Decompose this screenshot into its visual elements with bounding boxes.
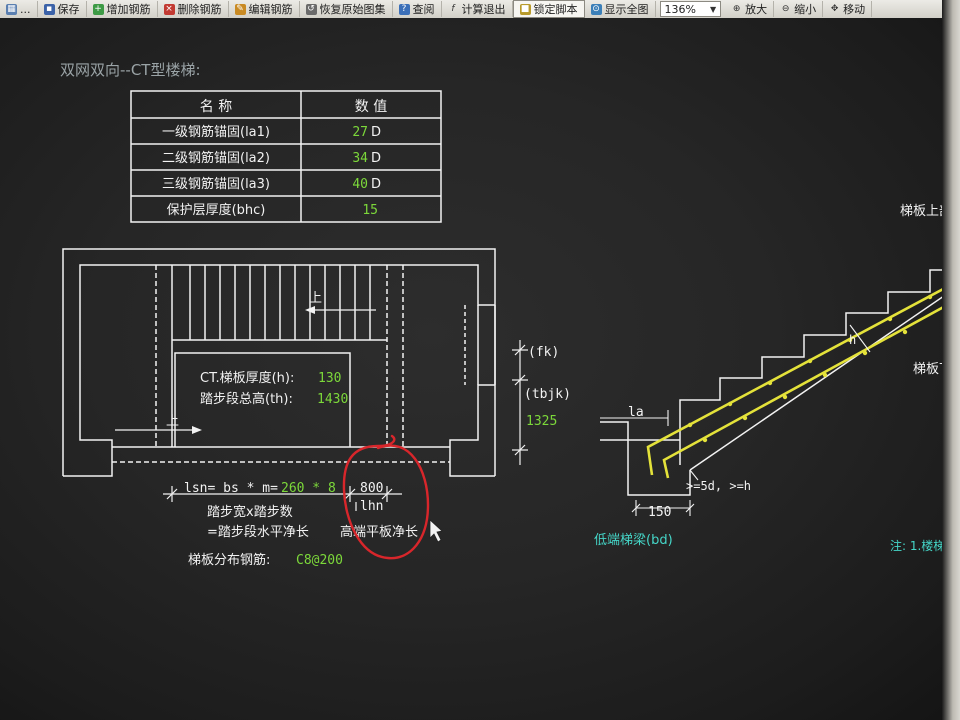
note-horizontal-length: =踏步段水平净长 (207, 525, 309, 540)
height-label: 踏步段总高(th): (200, 391, 293, 407)
section-dimensions (600, 324, 871, 516)
table-row-name: 保护层厚度(bhc) (167, 202, 266, 218)
zoom-value: 136% (664, 2, 696, 16)
table-row-value[interactable]: 15 (362, 203, 378, 218)
table-row-value[interactable]: 27 (352, 125, 368, 140)
distribution-rebar-label: 梯板分布钢筋: (188, 552, 270, 568)
up-arrow-top (115, 306, 376, 434)
tbjk-value[interactable]: 1325 (526, 414, 557, 429)
thickness-value[interactable]: 130 (318, 371, 341, 386)
distribution-rebar-value[interactable]: C8@200 (296, 553, 343, 568)
h-label: h (849, 333, 856, 347)
restore-icon: ↺ (305, 3, 317, 15)
edit-rebar-button[interactable]: ✎ 编辑钢筋 (229, 1, 300, 17)
calc-exit-button[interactable]: f 计算退出 (442, 1, 513, 17)
save-button[interactable]: ▪ 保存 (38, 1, 87, 17)
table-header-name: 名 称 (200, 99, 232, 115)
table-row-name: 一级钢筋锚固(la1) (162, 124, 270, 140)
zoom-in-button[interactable]: ⊕ 放大 (725, 1, 775, 17)
low-beam-label: 低端梯梁(bd) (594, 533, 673, 548)
parameter-table (130, 90, 442, 223)
fit-view-button[interactable]: ⊙ 显示全图 (585, 1, 656, 17)
cad-canvas[interactable]: 双网双向--CT型楼梯: 名 称 数 值 一级钢筋锚固(la1) 27 D 二级… (0, 18, 960, 720)
cursor-icon (429, 519, 443, 543)
table-row-name: 三级钢筋锚固(la3) (162, 176, 270, 192)
table-header-value: 数 值 (355, 99, 387, 115)
lsn-value[interactable]: 260 * 8 (281, 481, 336, 496)
beam-width-value[interactable]: 150 (648, 505, 671, 520)
save-icon: ▪ (43, 3, 55, 15)
move-label: 移动 (843, 3, 866, 16)
lock-script-button[interactable]: ■ 锁定脚本 (512, 0, 585, 18)
table-row-unit: D (371, 151, 381, 166)
delete-rebar-button[interactable]: × 删除钢筋 (158, 1, 229, 17)
fit-view-label: 显示全图 (604, 3, 649, 16)
vertical-dimension (512, 340, 528, 465)
note-high-slab-length: 高端平板净长 (340, 524, 418, 540)
thickness-label: CT.梯板厚度(h): (200, 370, 294, 386)
lsn-label: lsn= bs * m= (184, 481, 278, 496)
drawing-svg: 双网双向--CT型楼梯: 名 称 数 值 一级钢筋锚固(la1) 27 D 二级… (60, 61, 960, 568)
fk-label: (fk) (528, 345, 559, 360)
table-row-unit: D (371, 177, 381, 192)
lookup-button[interactable]: ? 查阅 (393, 1, 442, 17)
toolbar: ▦ ... ▪ 保存 + 增加钢筋 × 删除钢筋 ✎ 编辑钢筋 ↺ 恢复原始图集… (0, 0, 960, 19)
toolbar-button-0[interactable]: ▦ ... (0, 1, 38, 17)
formula-icon: f (451, 3, 455, 14)
zoom-out-label: 缩小 (794, 3, 817, 16)
add-rebar-icon: + (92, 3, 104, 15)
tbjk-label: (tbjk) (524, 387, 571, 402)
zoom-in-icon: ⊕ (732, 3, 741, 14)
add-rebar-label: 增加钢筋 (106, 3, 151, 16)
calc-exit-label: 计算退出 (461, 3, 506, 16)
move-button[interactable]: ✥ 移动 (823, 1, 873, 17)
chevron-down-icon: ▼ (709, 4, 717, 14)
zoom-select[interactable]: 136% ▼ (659, 1, 722, 17)
rebar-dots (687, 294, 948, 443)
toolbar-label-0: ... (20, 2, 31, 16)
restore-button[interactable]: ↺ 恢复原始图集 (300, 1, 393, 17)
monitor-bezel (942, 0, 960, 720)
annotation-circle (342, 434, 430, 560)
up-label-top: 上 (309, 291, 322, 306)
zoom-in-label: 放大 (745, 3, 768, 16)
lock-script-label: 锁定脚本 (533, 3, 578, 16)
zoom-out-icon: ⊖ (781, 3, 790, 14)
fit-view-icon: ⊙ (590, 3, 602, 15)
lock-icon: ■ (519, 3, 531, 15)
delete-rebar-icon: × (163, 3, 175, 15)
height-value[interactable]: 1430 (317, 392, 348, 407)
stair-section (600, 269, 960, 496)
up-label-bottom: 上 (166, 414, 179, 429)
horizontal-dimension (163, 486, 402, 511)
table-row-name: 二级钢筋锚固(la2) (162, 150, 270, 166)
delete-rebar-label: 删除钢筋 (177, 3, 222, 16)
note-step-width: 踏步宽x踏步数 (207, 504, 293, 520)
table-row-value[interactable]: 40 (352, 177, 368, 192)
rebar-lines (646, 278, 960, 479)
top-rebar-label: 梯板上部 (900, 204, 952, 219)
edit-rebar-label: 编辑钢筋 (248, 3, 293, 16)
drawing-title: 双网双向--CT型楼梯: (60, 61, 201, 79)
lookup-icon: ? (398, 3, 410, 15)
lhn-value[interactable]: 800 (360, 481, 383, 496)
la-label: la (628, 405, 644, 420)
edit-rebar-icon: ✎ (234, 3, 246, 15)
lookup-label: 查阅 (412, 3, 435, 16)
lhn-label: lhn (360, 499, 383, 514)
save-label: 保存 (57, 3, 80, 16)
section-note: 注: 1.楼梯 (890, 538, 945, 553)
move-icon: ✥ (830, 3, 839, 14)
table-row-unit: D (371, 125, 381, 140)
table-row-value[interactable]: 34 (352, 151, 368, 166)
restore-label: 恢复原始图集 (319, 3, 386, 16)
zoom-out-button[interactable]: ⊖ 缩小 (774, 1, 824, 17)
stair-plan (62, 248, 496, 477)
beam-rule-label: >=5d, >=h (686, 479, 751, 493)
grid-icon: ▦ (6, 3, 17, 15)
add-rebar-button[interactable]: + 增加钢筋 (87, 1, 158, 17)
